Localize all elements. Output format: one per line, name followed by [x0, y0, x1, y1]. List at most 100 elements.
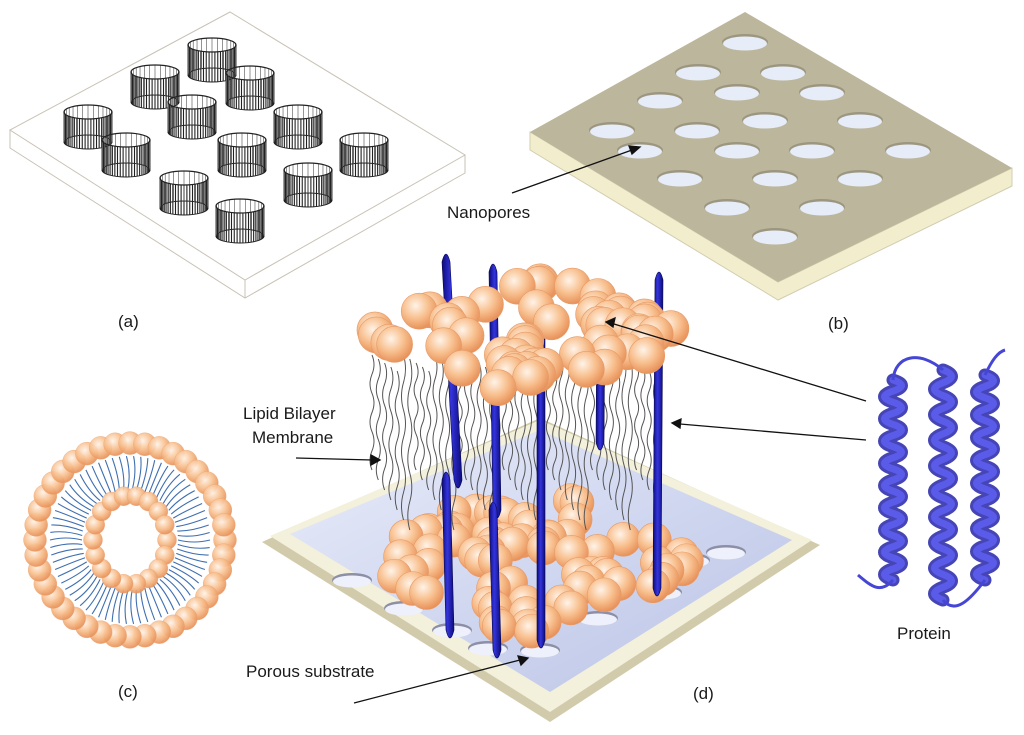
alpha-helix [878, 373, 908, 587]
vesicle-tail [155, 469, 175, 499]
vesicle-tail [54, 509, 86, 523]
lipid-tail [432, 354, 438, 501]
vesicle-tail [148, 462, 162, 494]
vesicle-tail [57, 561, 88, 577]
nanopore [837, 170, 883, 187]
vesicle-tail [174, 509, 206, 523]
vesicle-tail [91, 465, 108, 496]
nanopore [675, 64, 721, 81]
substrate-pore [578, 611, 618, 626]
cylinder [215, 198, 265, 244]
cylinder [63, 104, 113, 150]
vesicle-tail [125, 455, 130, 490]
vesicle-tail [130, 590, 135, 625]
vesicle-tail [52, 517, 84, 528]
lipid-tail [615, 370, 621, 511]
cylinder [101, 132, 151, 178]
lipid-tail [369, 354, 375, 471]
vesicle-head-inner [155, 515, 175, 535]
lipid-tail [558, 354, 564, 491]
vesicle-tail [98, 586, 112, 618]
vesicle-tail [162, 575, 186, 601]
vesicle-tail [131, 455, 136, 490]
upper-lipid-layer [356, 263, 690, 406]
lipid-tail [419, 366, 425, 481]
vesicle-tail [159, 473, 181, 501]
vesicle-head-outer [212, 513, 236, 537]
vesicle-tail [69, 484, 95, 508]
lipid-tail [621, 354, 627, 521]
nanopore [760, 64, 806, 81]
panel-b-substrate [529, 12, 1013, 301]
lipid-tail [640, 366, 646, 481]
vesicle-tail [177, 543, 210, 549]
loop [857, 573, 895, 590]
lower-lipid-layer [377, 483, 704, 649]
lipid-tail [571, 362, 577, 511]
vesicle-tail [170, 565, 200, 584]
lipid-tail [407, 358, 413, 531]
vesicle-tail [52, 552, 84, 563]
lipid-tail [577, 366, 583, 521]
cylinder [225, 65, 275, 111]
nanopore [742, 112, 788, 129]
lipid-tail [394, 370, 400, 511]
vesicle-tail [118, 456, 125, 491]
nanopore [722, 34, 768, 51]
protein-tube [441, 471, 455, 639]
cylinder [187, 37, 237, 83]
panel-label-a: (a) [118, 312, 139, 331]
protein-label: Protein [897, 624, 951, 643]
lipid-tail [438, 358, 444, 511]
protein-tube [488, 501, 502, 659]
vesicle-tail [49, 537, 83, 541]
panel-label-d: (d) [693, 684, 714, 703]
lipid-tail [634, 362, 640, 471]
cylinder [217, 132, 267, 178]
vesicle-tail [177, 539, 211, 543]
vesicle-tail [104, 459, 116, 493]
vesicle-tail [144, 460, 156, 493]
loop [891, 356, 944, 381]
vesicle-tail [65, 569, 92, 590]
nanopore [799, 84, 845, 101]
lipid-head [628, 337, 666, 374]
lipid-tail [426, 370, 432, 491]
vesicle-tail [152, 584, 169, 615]
alpha-helix [928, 363, 958, 607]
nanopore [617, 142, 663, 159]
vesicle-tail [165, 484, 191, 508]
nanopore [674, 122, 720, 139]
vesicle-tail [98, 462, 112, 494]
nanopore [799, 199, 845, 216]
protein-ribbon [857, 348, 1006, 608]
lipid-tail [552, 370, 558, 481]
vesicle-tail [74, 479, 98, 505]
substrate-pore [520, 643, 560, 658]
vesicle-tail [69, 572, 95, 596]
vesicle-tail [61, 565, 90, 584]
vesicle-tail [174, 557, 206, 571]
substrate-pore [468, 641, 508, 656]
panel-label-c: (c) [118, 682, 138, 701]
nanopore [714, 142, 760, 159]
substrate-pore [332, 573, 372, 588]
vesicle-tail [148, 586, 162, 618]
vesicle-tail [135, 589, 142, 624]
vesicle-tail [104, 587, 116, 620]
lipid-head [376, 326, 413, 363]
vesicle-tail [111, 588, 120, 622]
vesicle-tail [152, 465, 169, 496]
vesicle-tail [170, 496, 199, 515]
panel-label-b: (b) [828, 314, 849, 333]
lipid-head [443, 349, 481, 387]
lipid-tail [627, 358, 633, 531]
lipid-bilayer-label-line1: Lipid Bilayer [243, 404, 336, 423]
cylinder [283, 162, 333, 208]
vesicle-tail [50, 543, 83, 549]
nanopore [714, 84, 760, 101]
panel-c-vesicle [23, 431, 237, 649]
nanopore [637, 92, 683, 109]
panel-a-box [9, 11, 466, 299]
